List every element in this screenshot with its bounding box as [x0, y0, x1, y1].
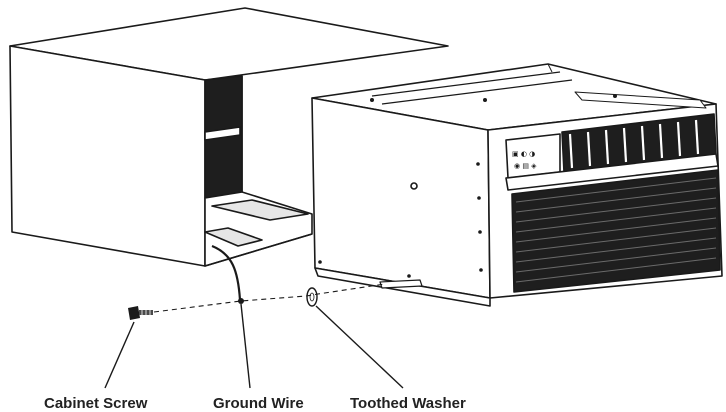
sleeve-rail-front	[204, 227, 263, 247]
svg-text:◉ ▤ ◈: ◉ ▤ ◈	[514, 162, 537, 170]
leader-cabinet-screw	[104, 321, 135, 389]
unit-top-seam	[574, 91, 707, 109]
leader-ground-wire	[240, 303, 251, 389]
cabinet-screw	[128, 306, 153, 320]
unit-side-face	[311, 97, 491, 299]
air-conditioner-unit: ▣ ◐ ◑ ◉ ▤ ◈	[311, 63, 723, 307]
svg-text:▣ ◐ ◑: ▣ ◐ ◑	[512, 150, 535, 158]
wall-sleeve	[9, 7, 449, 267]
leader-toothed-washer	[315, 305, 404, 389]
ground-wire-terminal	[238, 298, 244, 304]
front-ledge	[505, 153, 719, 191]
intake-grille	[511, 169, 721, 293]
sleeve-rail-back	[211, 199, 309, 221]
sleeve-left-face	[9, 45, 206, 267]
assembly-path	[153, 283, 386, 313]
label-ground-wire: Ground Wire	[213, 395, 304, 412]
side-screw-hole	[410, 182, 418, 190]
ground-wire	[211, 244, 242, 301]
label-toothed-washer: Toothed Washer	[350, 395, 466, 412]
base-bracket	[379, 279, 423, 289]
sleeve-inner-bracket	[204, 126, 241, 141]
label-cabinet-screw: Cabinet Screw	[44, 395, 148, 412]
